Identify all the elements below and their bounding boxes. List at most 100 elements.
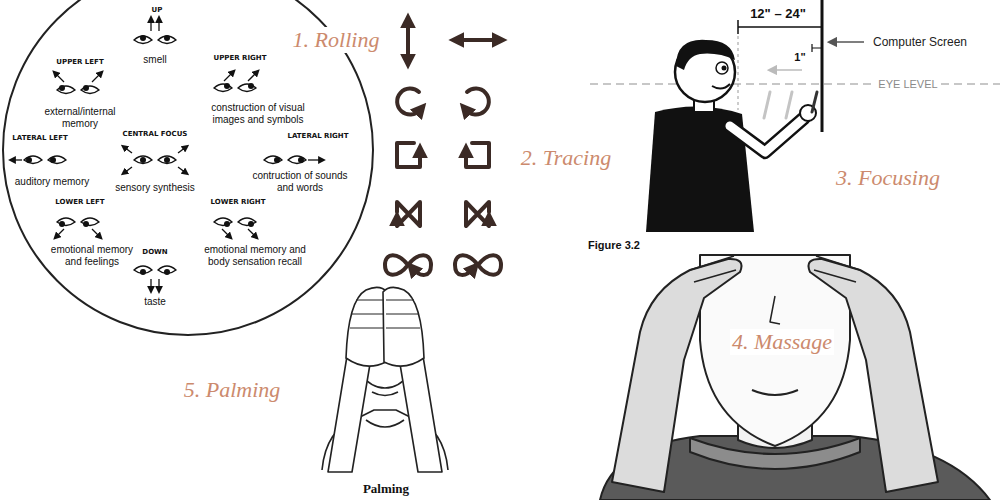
eye-arrow: [224, 72, 233, 81]
pupil: [164, 35, 170, 41]
pupil: [59, 85, 65, 91]
eye-arrow: [92, 73, 101, 82]
eye-outline: [48, 156, 66, 164]
square-arrow: [466, 143, 489, 167]
nose: [770, 296, 780, 324]
pupil: [248, 221, 254, 227]
fingers: [350, 300, 420, 328]
eye-outline: [214, 84, 232, 92]
dimension-guide: [738, 36, 739, 110]
eye-arrow: [158, 19, 159, 31]
mouth: [712, 84, 730, 89]
eye-arrow: [55, 73, 64, 82]
direction-meaning: taste: [144, 296, 166, 308]
direction-meaning: contruction of sounds and words: [250, 170, 350, 194]
tracing-patterns: [385, 22, 501, 275]
pupil: [83, 221, 89, 227]
direction-label: LATERAL LEFT: [12, 134, 67, 142]
pupil: [83, 85, 89, 91]
direction-label: LOWER RIGHT: [211, 198, 266, 206]
fingers: [814, 256, 860, 282]
eye-outline: [81, 86, 99, 94]
exercise-title: 3. Focusing: [834, 165, 942, 191]
direction-meaning: emotional memory and feelings: [47, 244, 137, 268]
eye-pair: [264, 156, 322, 164]
left-hand: [612, 259, 742, 492]
eye-arrow: [150, 19, 151, 31]
eye-arrow: [308, 159, 322, 160]
eye-arrow: [124, 167, 132, 173]
eye-outline: [134, 156, 152, 164]
pupil: [50, 157, 56, 163]
exercise-title: 5. Palming: [182, 377, 283, 403]
eye: [716, 62, 728, 74]
pupil: [26, 157, 32, 163]
annotation: EYE LEVEL: [875, 78, 940, 90]
inch-mark: [812, 44, 822, 52]
direction-label: UP: [152, 6, 163, 14]
direction-meaning: external/internal memory: [35, 106, 125, 130]
infinity-arrow: [455, 255, 501, 275]
ghost-pencil: [764, 92, 792, 118]
screen-line: [821, 0, 824, 132]
eye-pair: [124, 147, 186, 173]
dimension-line: [738, 20, 822, 34]
eye-outline: [238, 84, 256, 92]
direction-meaning: smell: [143, 54, 166, 66]
mouth: [372, 392, 398, 396]
direction-label: DOWN: [142, 248, 167, 256]
eye-outline: [134, 36, 152, 44]
pupil: [140, 157, 146, 163]
eye-pair: [214, 218, 256, 237]
eye-arrow: [12, 159, 22, 160]
pencil: [812, 92, 817, 112]
pupil: [248, 83, 254, 89]
circle-arrow: [466, 89, 489, 115]
bowtie-arrow: [466, 202, 489, 226]
pupil: [274, 157, 280, 163]
annotation: 12" – 24": [750, 6, 806, 21]
square-arrow: [397, 143, 420, 167]
pupil: [164, 269, 170, 275]
pupil: [140, 269, 146, 275]
eye-arrow: [178, 147, 186, 153]
direction-label: LOWER LEFT: [55, 198, 104, 206]
eye-pair: [134, 19, 176, 44]
exercise-title: 1. Rolling: [291, 27, 382, 53]
pupil: [59, 221, 65, 227]
eye-outline: [158, 36, 176, 44]
palming-figure: [322, 287, 448, 472]
arm-outline: [730, 118, 804, 152]
direction-meaning: auditory memory: [15, 176, 89, 188]
eye-icons: [12, 19, 322, 290]
eye-pair: [134, 266, 176, 290]
eye-pair: [55, 73, 101, 94]
direction-meaning: sensory synthesis: [115, 182, 194, 194]
eye-outline: [57, 86, 75, 94]
exercise-title: 2. Tracing: [519, 145, 613, 171]
eye-arrow: [92, 229, 100, 237]
eye-pair: [214, 72, 257, 92]
pupil: [224, 221, 230, 227]
vertical-arrow: [406, 22, 410, 60]
pupil: [164, 157, 170, 163]
annotation: Computer Screen: [873, 35, 967, 49]
fingers: [690, 256, 736, 282]
direction-label: CENTRAL FOCUS: [123, 130, 188, 138]
ghost-arrow: [772, 69, 802, 71]
left-palm: [346, 287, 387, 366]
eye-outline: [158, 156, 176, 164]
eye-outline: [288, 156, 306, 164]
eye-arrow: [158, 279, 159, 290]
eye-arrow: [178, 167, 186, 173]
pupil: [140, 35, 146, 41]
eye-arrow: [150, 279, 151, 290]
left-forearm: [328, 350, 372, 472]
direction-label: UPPER RIGHT: [214, 54, 267, 62]
annotation: Figure 3.2: [588, 239, 640, 251]
eye-arrow: [248, 229, 256, 237]
eye-arrow: [248, 72, 257, 81]
direction-meaning: construction of visual images and symbol…: [196, 102, 321, 126]
direction-label: UPPER LEFT: [56, 58, 103, 66]
